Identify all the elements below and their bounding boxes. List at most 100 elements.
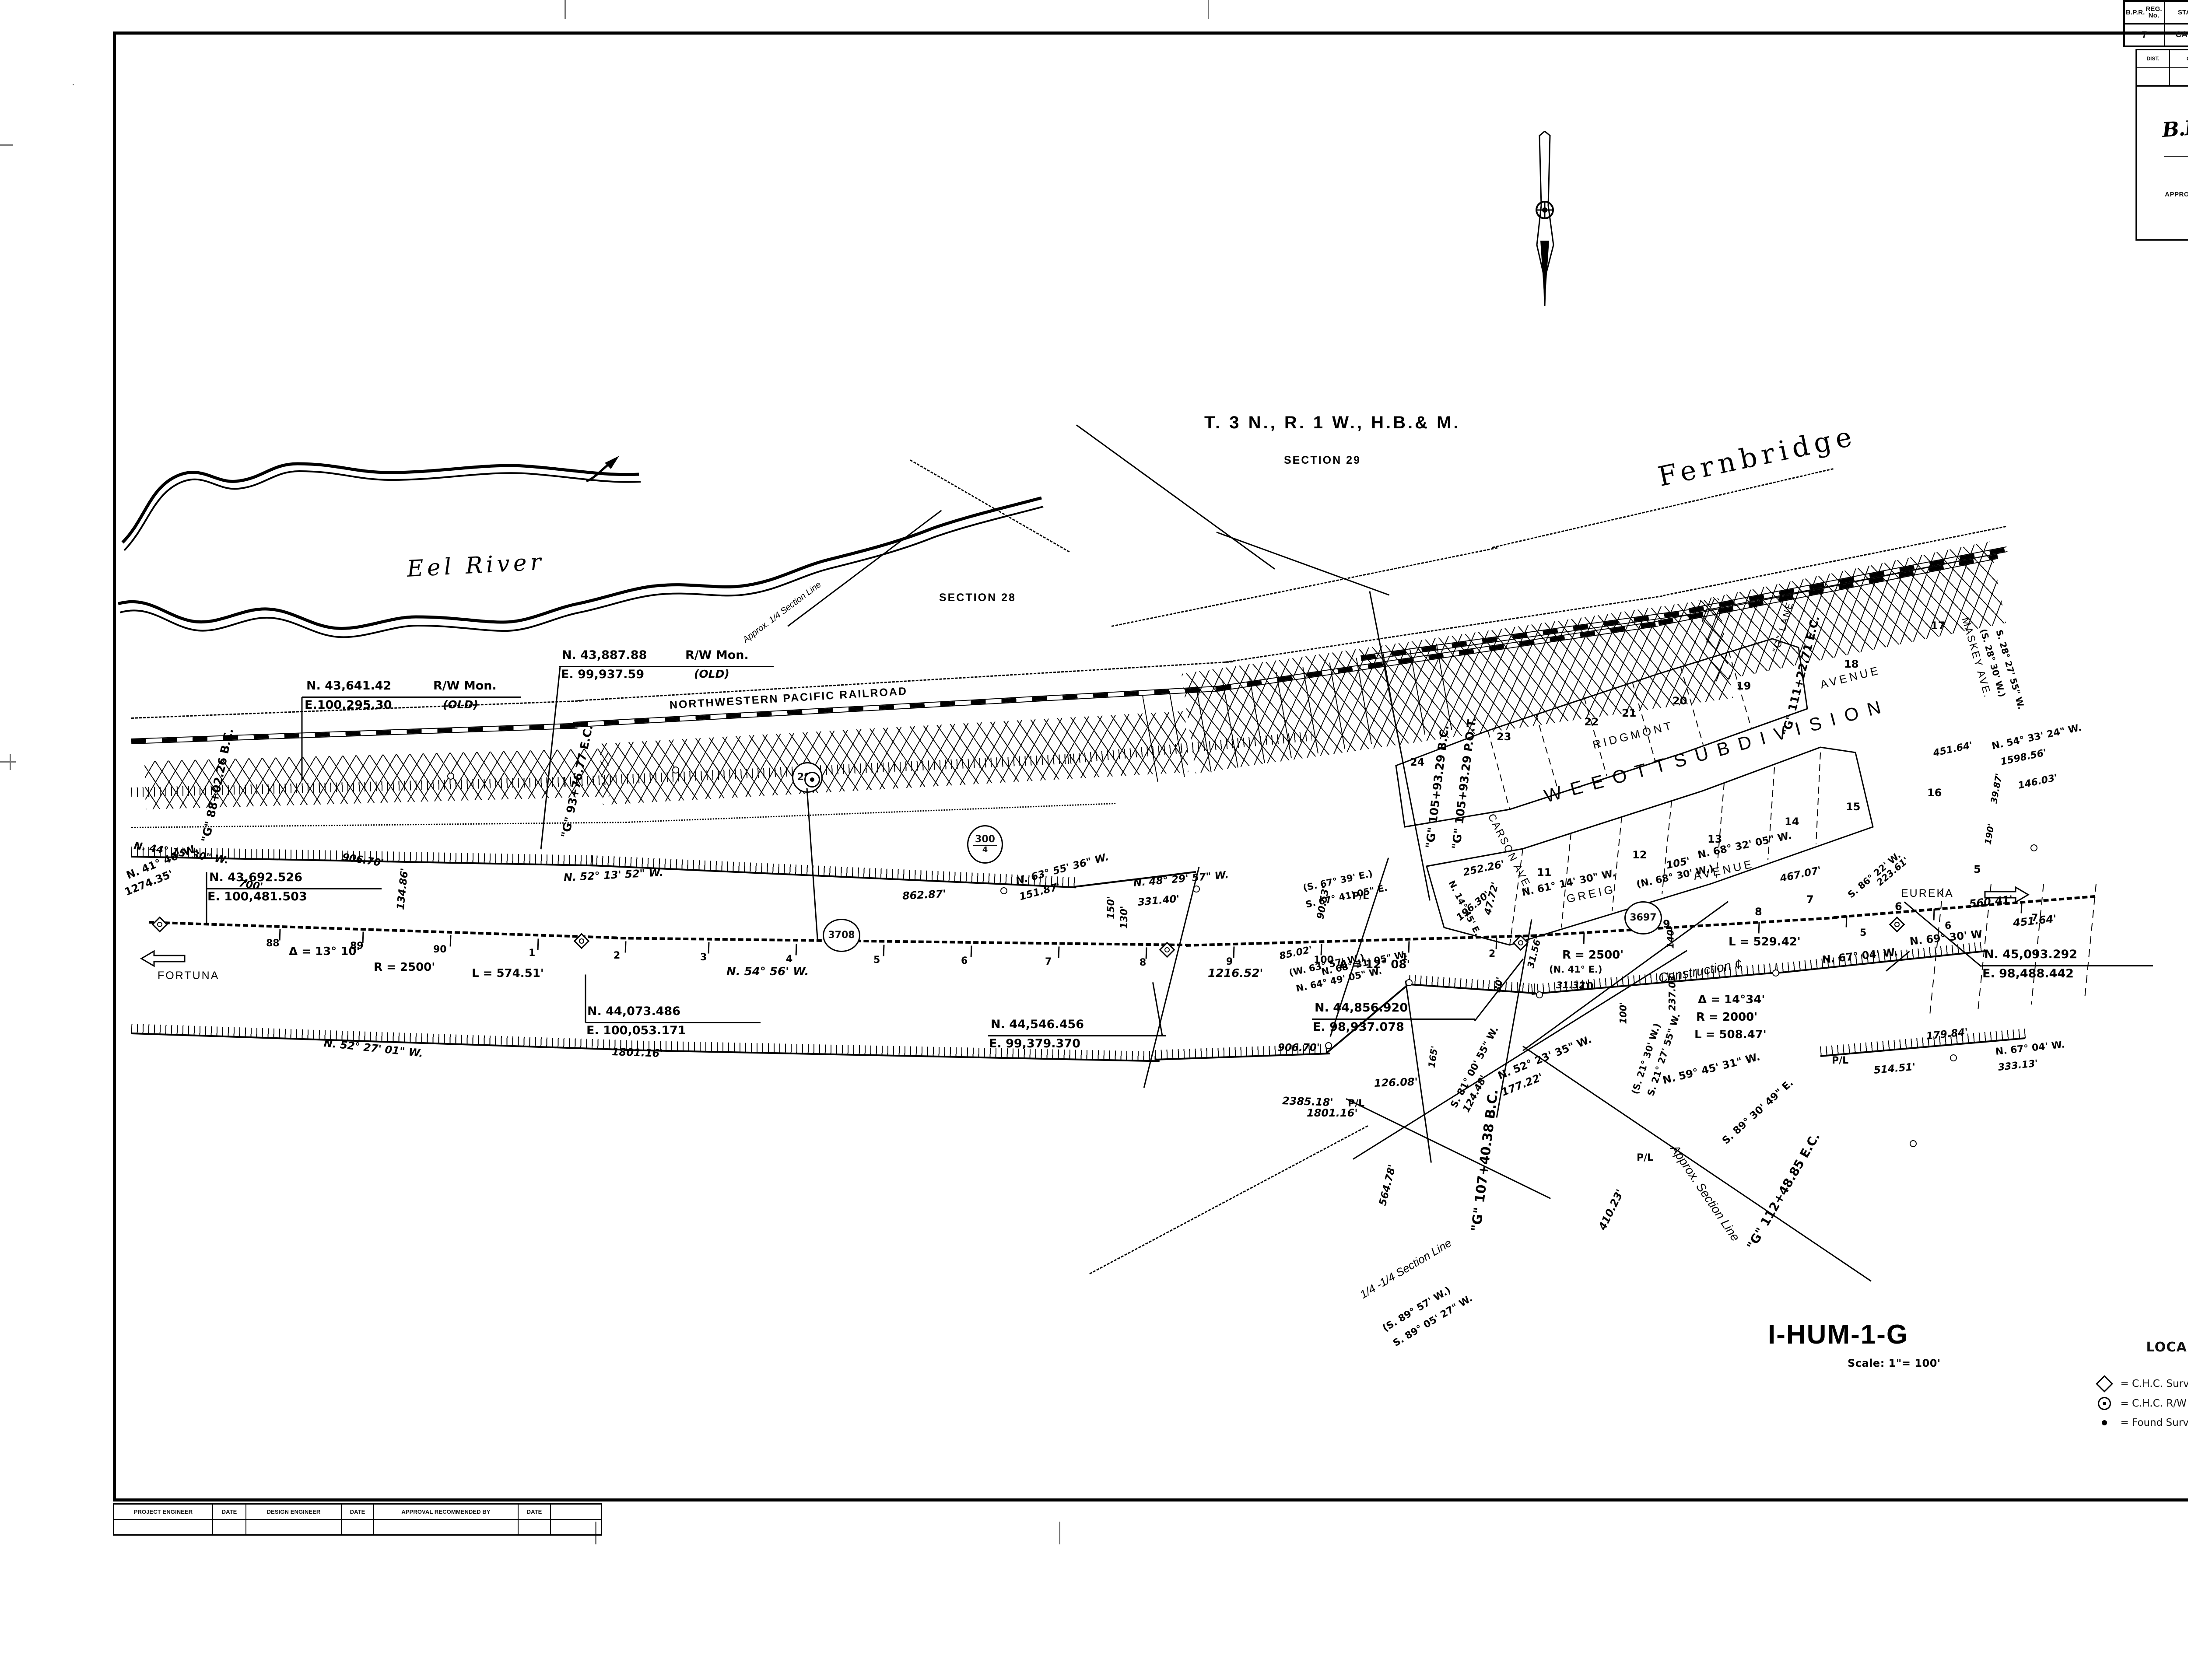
eng-header-spare bbox=[551, 1505, 601, 1519]
callout-easting: E.100,295.30 bbox=[305, 698, 392, 712]
found-survey-point-icon bbox=[2030, 844, 2037, 851]
distance-label: 100' bbox=[1618, 1002, 1629, 1024]
eel-river-banks bbox=[118, 456, 1044, 638]
weeott-subdivision bbox=[1395, 638, 1874, 946]
lot-number: 15 bbox=[1846, 801, 1861, 813]
arrow-left-icon bbox=[140, 950, 186, 967]
lot-number: 18 bbox=[1844, 658, 1859, 670]
lot-number: 21 bbox=[1622, 707, 1637, 719]
callout-leader bbox=[206, 872, 207, 923]
legend-label: C.H.C. R/W Monument in Place bbox=[2132, 1398, 2188, 1409]
eng-value-spare bbox=[551, 1520, 601, 1534]
trim-tick bbox=[1208, 0, 1209, 19]
found-survey-point-icon bbox=[1536, 991, 1543, 998]
lot-number: 10 bbox=[1579, 980, 1594, 992]
eng-value-date bbox=[342, 1520, 374, 1534]
callout-northing: N. 44,856.920 bbox=[1315, 1001, 1408, 1015]
dot-icon bbox=[2092, 1420, 2117, 1425]
callout-easting: E. 99,379.370 bbox=[989, 1037, 1080, 1050]
station-number: 88 bbox=[266, 938, 280, 949]
callout-easting: E. 99,937.59 bbox=[561, 668, 645, 681]
legend-equals: = bbox=[2120, 1417, 2129, 1428]
callout-rule bbox=[1981, 965, 2153, 966]
property-line-symbol: P/L bbox=[1832, 1055, 1849, 1066]
trim-tick bbox=[595, 1522, 596, 1544]
station-number: 6 bbox=[961, 956, 968, 966]
legend-line-2: LOCAL COORDINATE SYSTEM bbox=[2146, 1340, 2188, 1355]
tb-label: DIST. bbox=[2146, 56, 2160, 62]
distance-label: 2385.18' bbox=[1282, 1095, 1334, 1109]
eng-header-approval-recommended-by: APPROVAL RECOMMENDED BY bbox=[374, 1505, 519, 1519]
found-survey-point-icon bbox=[447, 773, 454, 780]
lot-number: 23 bbox=[1497, 731, 1511, 743]
lot-number: 11 bbox=[1537, 866, 1552, 878]
engineer-signature: B.D. Van Zandt bbox=[2161, 107, 2188, 142]
label-township: T. 3 N., R. 1 W., H.B.& M. bbox=[1204, 413, 1461, 432]
district-title-block: DIST. COUNTY ROUTE SECTION SHEET No. TOT… bbox=[2135, 49, 2188, 87]
parcel-bubble-number: 300 bbox=[975, 834, 995, 845]
tb-value-dist bbox=[2137, 68, 2170, 85]
sheet-border bbox=[113, 32, 2188, 1502]
direction-fortuna bbox=[139, 948, 187, 971]
callout-rule bbox=[1312, 1018, 1475, 1020]
callout-rule bbox=[988, 1035, 1166, 1036]
legend-label: C.H.C. Survey Monument in Place bbox=[2132, 1378, 2188, 1390]
callout-northing: N. 43,692.526 bbox=[209, 871, 303, 884]
found-survey-point-icon bbox=[1950, 1054, 1957, 1061]
property-line-symbol: P/L bbox=[1352, 891, 1369, 902]
found-survey-point-icon bbox=[1910, 1140, 1917, 1147]
east-lot-block bbox=[1929, 884, 2097, 1015]
parcel-bubble-number: 3708 bbox=[828, 930, 855, 941]
tb-value-county bbox=[2170, 68, 2188, 85]
trim-tick bbox=[73, 84, 74, 85]
callout-easting: E. 98,937.078 bbox=[1313, 1020, 1404, 1034]
station-number: 2 bbox=[1489, 948, 1496, 959]
lot-number: 14 bbox=[1785, 816, 1799, 828]
tb-header-county: COUNTY bbox=[2170, 50, 2188, 67]
station-number: 5 bbox=[873, 955, 880, 966]
callout-leader bbox=[585, 974, 586, 1023]
station-number: 2 bbox=[614, 950, 621, 961]
legend-entry: = C.H.C. Survey Monument in Place bbox=[2092, 1375, 2188, 1393]
arrow-right-icon bbox=[1984, 886, 2030, 903]
station-number: 4 bbox=[786, 954, 793, 965]
eng-header-date: DATE bbox=[519, 1505, 551, 1519]
distance-label: 1801.16' bbox=[611, 1046, 663, 1060]
lot-number: 6 bbox=[1895, 900, 1902, 913]
callout-rule bbox=[586, 1022, 761, 1023]
eng-header-date: DATE bbox=[342, 1505, 374, 1519]
diamond-icon bbox=[2092, 1375, 2117, 1393]
station-number: 7 bbox=[1045, 956, 1052, 967]
found-survey-point-icon bbox=[1325, 1042, 1332, 1049]
station-number: 3 bbox=[700, 952, 707, 963]
found-survey-point-icon bbox=[1772, 970, 1779, 976]
callout-rule bbox=[302, 696, 521, 698]
curve-delta: Δ = 13° 10' bbox=[289, 945, 360, 958]
distance-label: 237.03' bbox=[1667, 973, 1678, 1011]
label-section-28: SECTION 28 bbox=[939, 592, 1016, 604]
tb-header-dist: DIST. bbox=[2137, 50, 2170, 67]
bearing-label: N. 54° 56' W. bbox=[726, 965, 809, 978]
lot-number: 20 bbox=[1673, 695, 1687, 707]
station-number: 8 bbox=[1140, 957, 1147, 968]
parcel-bubble-divider bbox=[973, 845, 997, 846]
north-arrow-icon bbox=[1479, 130, 1610, 308]
lot-number: 19 bbox=[1736, 680, 1751, 692]
label-eel-river: Eel River bbox=[406, 549, 545, 582]
signature-block: B.D. Van Zandt CE 8436 APPROVED bbox=[2135, 87, 2188, 241]
lot-number: 5 bbox=[1974, 863, 1981, 875]
callout-note: R/W Mon. bbox=[685, 648, 749, 662]
label-section-29: SECTION 29 bbox=[1284, 454, 1361, 466]
trim-tick bbox=[1059, 1522, 1060, 1544]
tb-label: COUNTY bbox=[2187, 56, 2188, 61]
lot-number: 13 bbox=[1708, 833, 1722, 845]
found-survey-point-icon bbox=[672, 766, 679, 774]
callout-easting: E. 100,481.503 bbox=[207, 890, 307, 903]
callout-easting: E. 98,488.442 bbox=[1982, 967, 2074, 980]
station-number: 7 bbox=[2031, 913, 2038, 924]
lot-number: 9 bbox=[1663, 918, 1670, 930]
station-number: 90 bbox=[433, 944, 447, 955]
callout-northing: N. 44,073.486 bbox=[587, 1004, 681, 1018]
eng-value-design-engineer bbox=[246, 1520, 342, 1534]
eng-value-date bbox=[213, 1520, 246, 1534]
